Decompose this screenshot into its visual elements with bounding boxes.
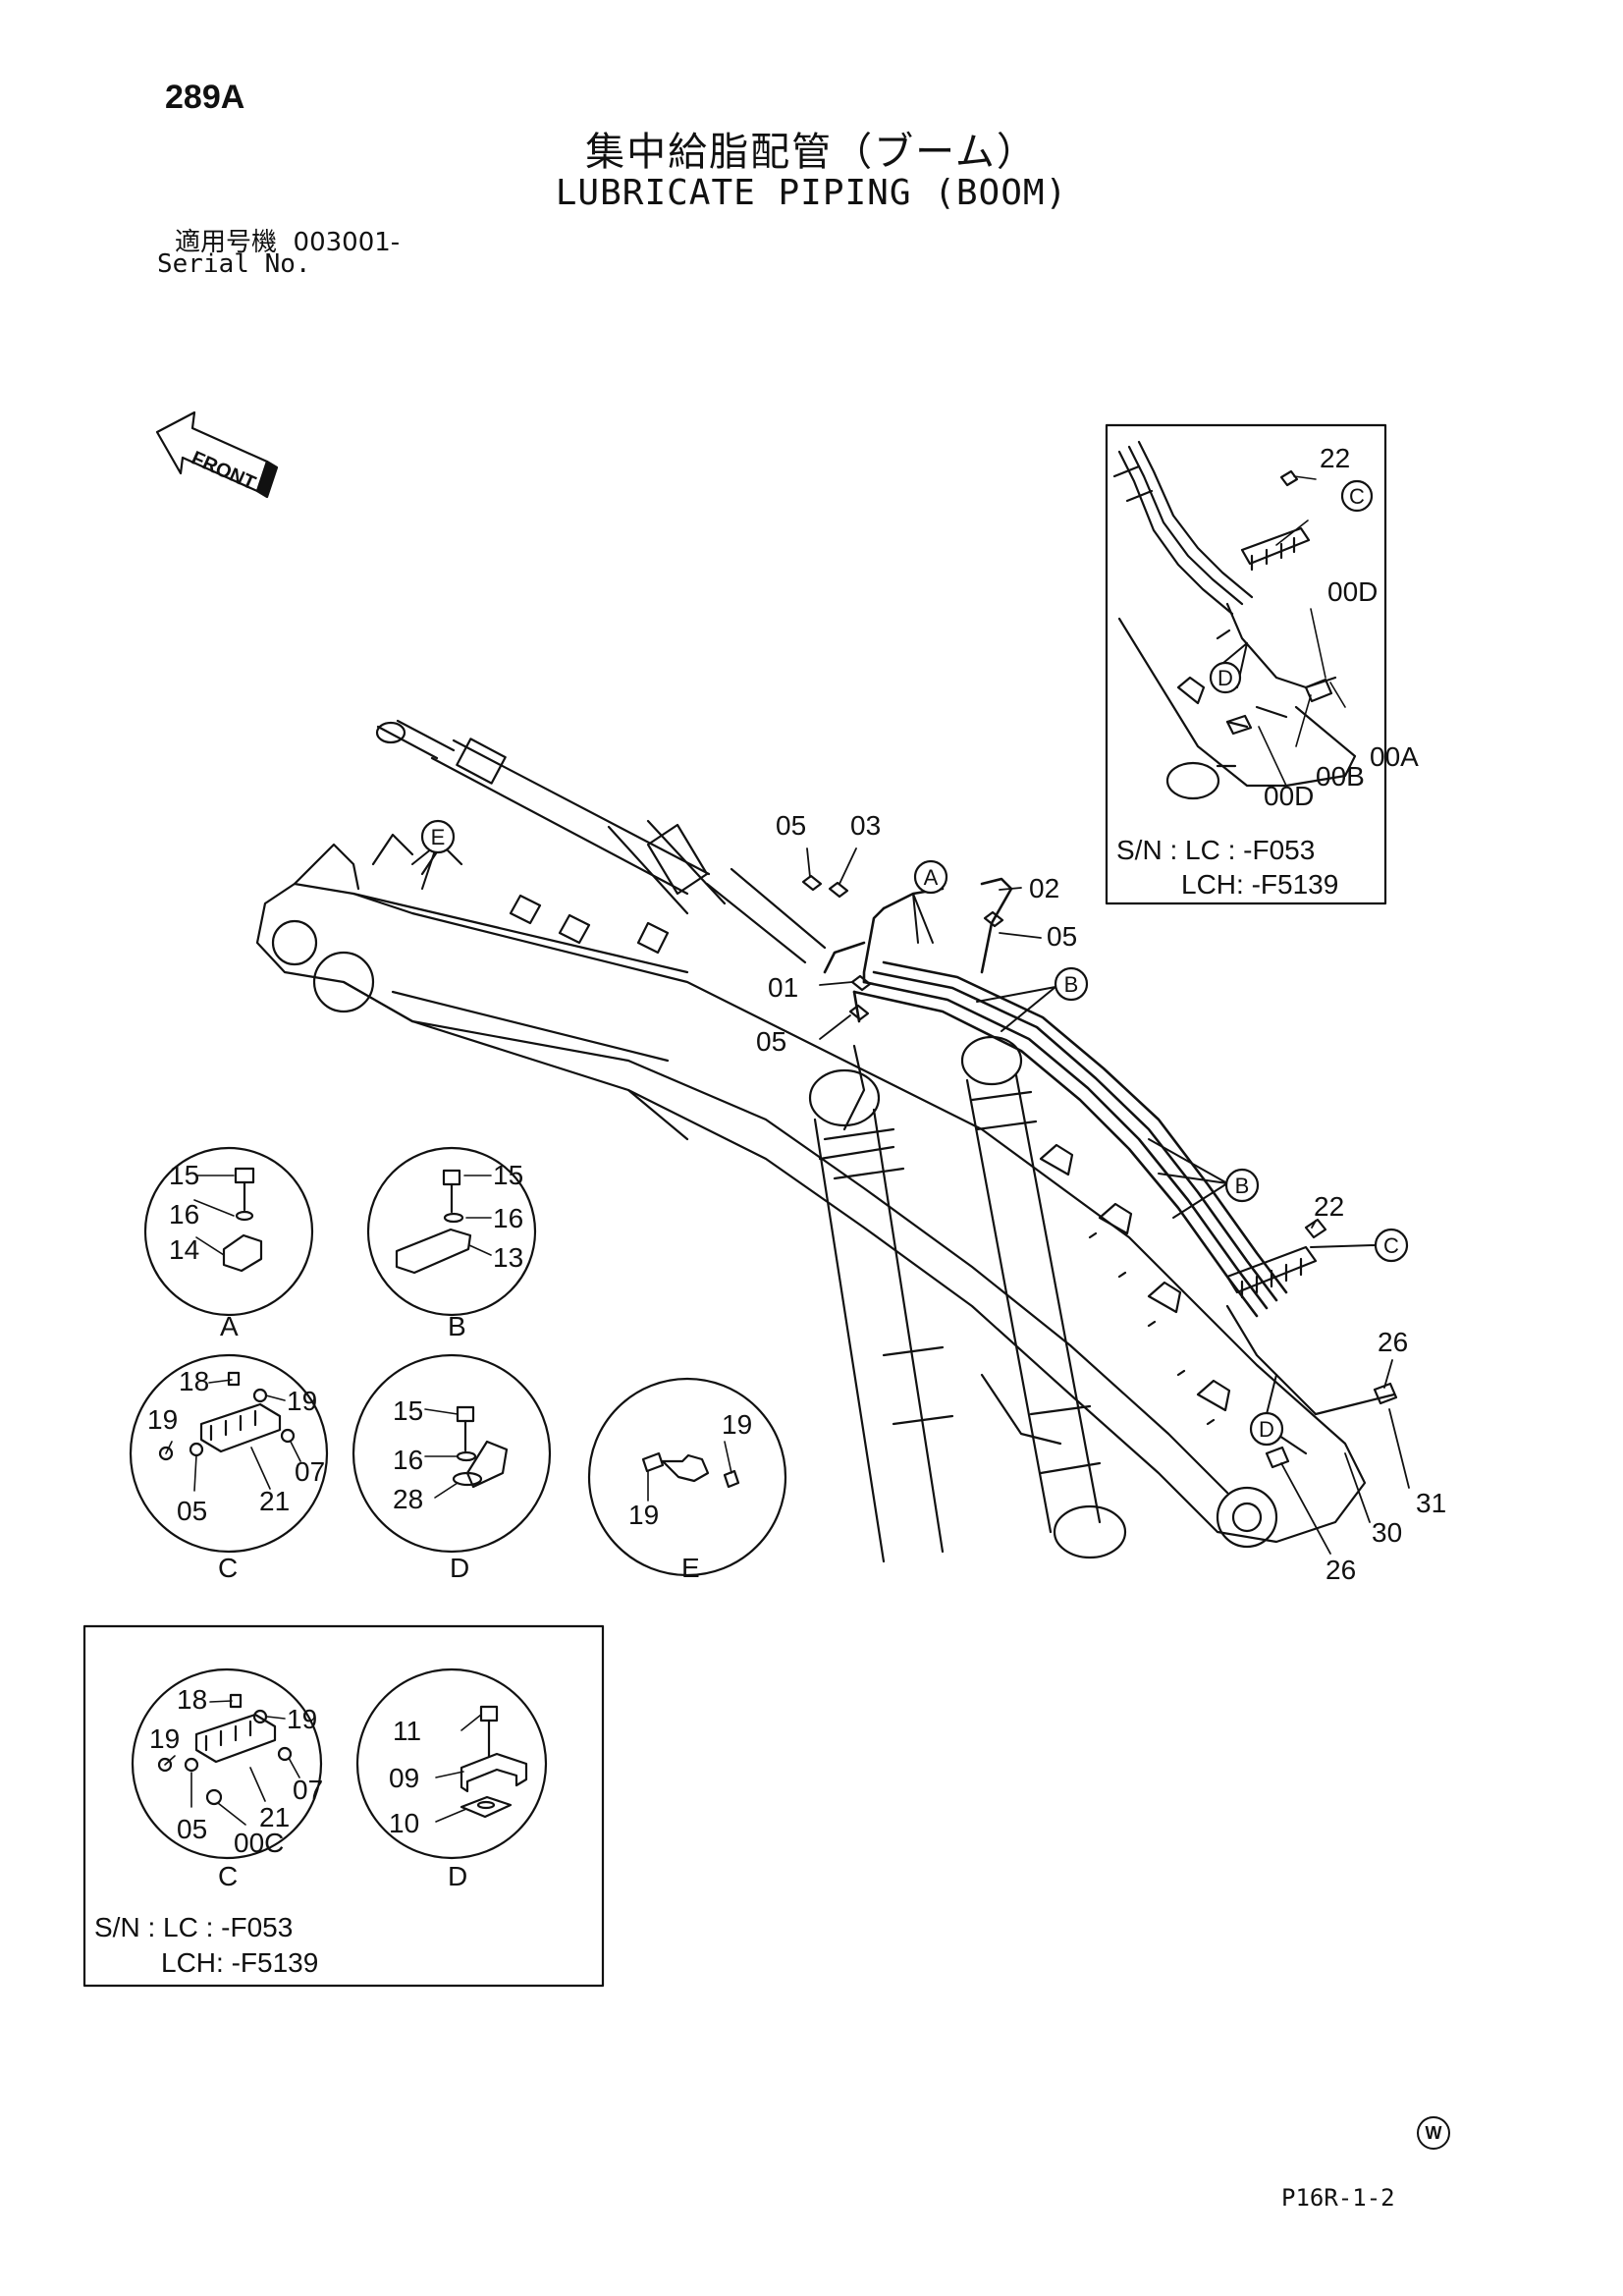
inset-bottom-label-c: C — [218, 1861, 238, 1891]
main-fittings — [801, 874, 1004, 1131]
svg-text:21: 21 — [259, 1802, 290, 1832]
callout-01: 01 — [768, 972, 798, 1003]
detail-circle-a — [143, 1146, 314, 1317]
ref-circles-main — [420, 819, 1409, 1447]
svg-text:18: 18 — [177, 1684, 207, 1715]
svg-text:19: 19 — [287, 1386, 317, 1416]
ref-arrows-main — [411, 844, 1376, 1415]
callout-02: 02 — [1029, 873, 1059, 903]
ref-b-lower: B — [1235, 1174, 1250, 1198]
svg-text:16: 16 — [393, 1445, 423, 1475]
inset-callout-00d-bottom: 00D — [1264, 781, 1314, 811]
ref-c-inset: C — [1349, 484, 1365, 509]
svg-text:10: 10 — [389, 1808, 419, 1838]
inset-bottom-frame — [82, 1624, 605, 1988]
ref-b-top: B — [1064, 972, 1079, 997]
inset-top-sn-line2: LCH: -F5139 — [1181, 869, 1338, 900]
svg-text:05: 05 — [177, 1814, 207, 1844]
ref-e: E — [431, 825, 446, 849]
svg-text:09: 09 — [389, 1763, 419, 1793]
main-callout-labels: 05 03 02 05 01 05 22 26 31 30 26 — [756, 810, 1446, 1585]
boom-cylinders — [808, 1035, 1127, 1563]
svg-text:15: 15 — [169, 1160, 199, 1190]
serial-value: 003001- — [293, 228, 401, 257]
svg-text:07: 07 — [293, 1775, 323, 1805]
boom-body — [255, 833, 1367, 1549]
callout-05-left: 05 — [756, 1026, 786, 1057]
footer-code: P16R-1-2 — [1281, 2184, 1395, 2212]
svg-text:19: 19 — [722, 1409, 752, 1440]
detail-circle-d — [352, 1353, 552, 1554]
svg-text:05: 05 — [177, 1496, 207, 1526]
callout-05-right: 05 — [1047, 921, 1077, 952]
inset-bottom-label-d: D — [448, 1861, 467, 1891]
callout-22-main: 22 — [1314, 1191, 1344, 1222]
svg-text:13: 13 — [493, 1242, 523, 1273]
svg-text:15: 15 — [393, 1395, 423, 1426]
ref-c-main: C — [1383, 1233, 1399, 1258]
callout-26-lower: 26 — [1325, 1555, 1356, 1585]
detail-circle-e — [587, 1377, 787, 1577]
inset-top-labels: 22 00D 00A 00B 00D S/N : LC : -F053 LCH:… — [1116, 443, 1419, 900]
page-number: 289A — [165, 79, 245, 116]
svg-text:11: 11 — [393, 1716, 421, 1746]
serial-label-jp: 適用号機 — [175, 228, 278, 257]
title-japanese: 集中給脂配管（ブーム） — [585, 130, 1038, 175]
detail-label-d: D — [450, 1553, 469, 1583]
inset-callout-00d-top: 00D — [1327, 576, 1378, 607]
svg-text:07: 07 — [295, 1456, 325, 1487]
callout-03: 03 — [850, 810, 881, 841]
detail-labels: 15 16 14 A 15 16 13 B 18 19 19 07 05 21 … — [147, 1160, 752, 1583]
svg-text:00C: 00C — [234, 1828, 284, 1858]
svg-text:15: 15 — [493, 1160, 523, 1190]
svg-text:19: 19 — [628, 1500, 659, 1530]
title-english: LUBRICATE PIPING (BOOM) — [555, 173, 1068, 213]
detail-label-e: E — [681, 1553, 700, 1583]
svg-text:19: 19 — [149, 1723, 180, 1754]
ref-d-main: D — [1259, 1417, 1274, 1442]
inset-top-drawing — [1112, 440, 1374, 800]
ref-d-inset: D — [1217, 666, 1233, 690]
serial-line-jp: 適用号機 003001- — [175, 222, 400, 258]
callout-26-upper: 26 — [1378, 1327, 1408, 1357]
inset-callout-22: 22 — [1320, 443, 1350, 473]
svg-text:28: 28 — [393, 1484, 423, 1514]
svg-text:21: 21 — [259, 1486, 290, 1516]
ref-a: A — [924, 865, 939, 890]
detail-label-c: C — [218, 1553, 238, 1583]
main-leader-lines — [806, 847, 1410, 1555]
detail-label-b: B — [448, 1311, 466, 1341]
callout-30: 30 — [1372, 1517, 1402, 1548]
svg-text:16: 16 — [493, 1203, 523, 1233]
svg-text:14: 14 — [169, 1234, 199, 1265]
inset-bottom-detail-d — [355, 1667, 548, 1860]
inset-callout-00a: 00A — [1370, 741, 1419, 772]
inset-top-sn-line1: S/N : LC : -F053 — [1116, 835, 1315, 865]
inset-bottom-sn-line2: LCH: -F5139 — [161, 1947, 318, 1978]
front-arrow-icon — [155, 410, 279, 499]
detail-circle-c — [129, 1353, 329, 1554]
arm-cylinder — [375, 719, 827, 964]
inset-bottom-labels: 18 19 19 07 05 21 00C C 11 09 10 D S/N :… — [94, 1684, 467, 1978]
inset-callout-00b: 00B — [1316, 761, 1365, 792]
inset-bottom-sn-line1: S/N : LC : -F053 — [94, 1912, 293, 1942]
inset-bottom-detail-c — [131, 1667, 323, 1860]
detail-label-a: A — [220, 1311, 239, 1341]
footer-mark: W — [1417, 2116, 1450, 2150]
svg-text:16: 16 — [169, 1199, 199, 1230]
callout-05-top: 05 — [776, 810, 806, 841]
ref-letter-labels: A B B C D E C D — [431, 484, 1399, 1442]
serial-label-en: Serial No. — [157, 249, 311, 279]
svg-text:19: 19 — [287, 1704, 317, 1734]
svg-text:19: 19 — [147, 1404, 178, 1435]
detail-circle-b — [366, 1146, 537, 1317]
inset-top-frame — [1105, 423, 1387, 905]
callout-31: 31 — [1416, 1488, 1446, 1518]
svg-text:18: 18 — [179, 1366, 209, 1396]
